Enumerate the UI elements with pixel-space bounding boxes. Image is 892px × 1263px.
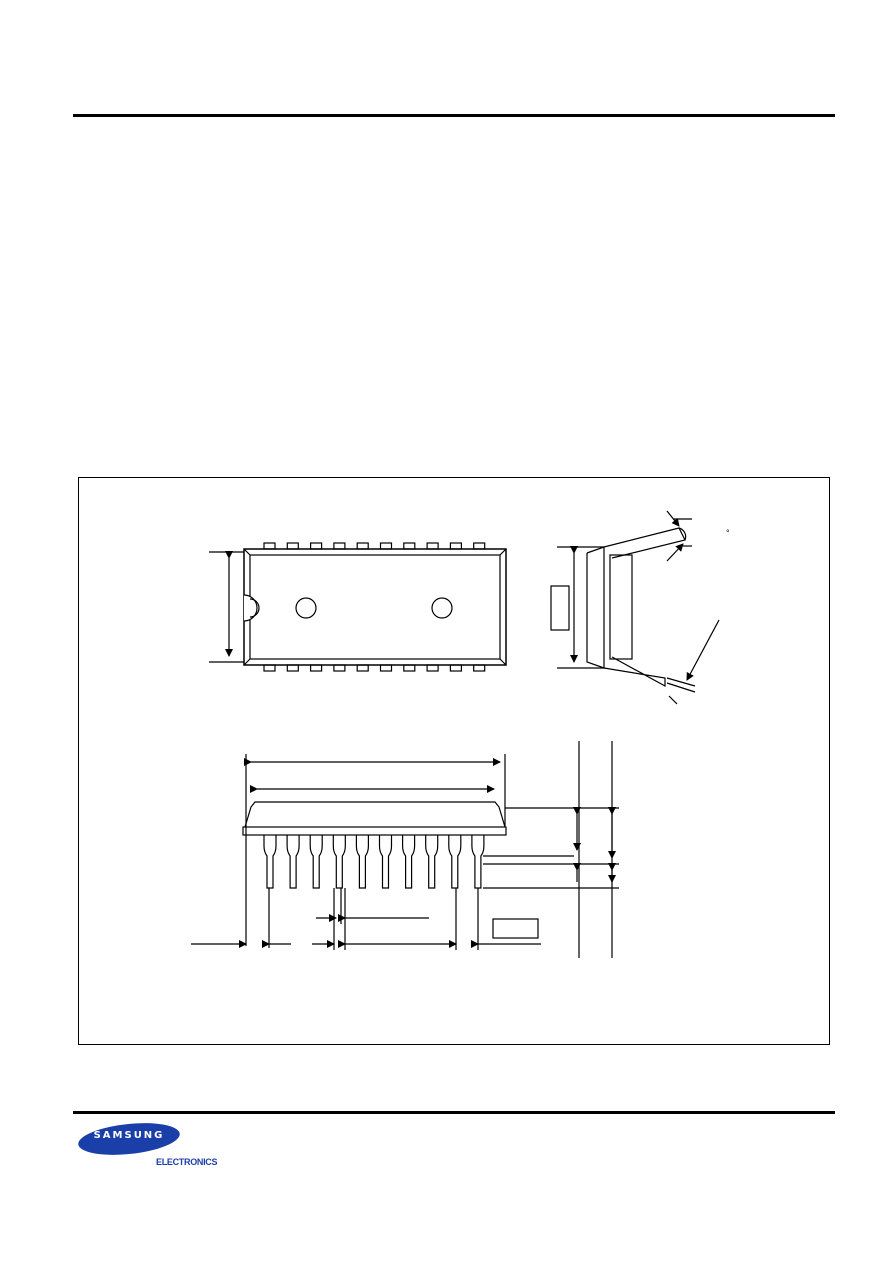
top-pin-lower xyxy=(356,664,369,672)
front-pin xyxy=(448,835,462,889)
logo-division-text: ELECTRONICS xyxy=(156,1157,218,1167)
front-pin xyxy=(309,835,323,889)
top-pin-lower xyxy=(426,664,439,672)
top-pin-lower xyxy=(310,664,323,672)
front-pin xyxy=(425,835,439,889)
top-view xyxy=(209,542,507,672)
header-rule xyxy=(73,114,835,117)
top-pin-lower xyxy=(473,664,486,672)
front-pin xyxy=(263,835,277,889)
front-view xyxy=(191,741,619,958)
top-view-pins xyxy=(263,542,486,672)
package-outline-drawing: ° xyxy=(191,510,730,958)
pin1-notch xyxy=(243,594,258,622)
top-pin-lower xyxy=(333,664,346,672)
top-pin-upper xyxy=(426,542,439,550)
front-pin xyxy=(402,835,416,889)
top-pin-upper xyxy=(449,542,462,550)
footer-rule xyxy=(73,1111,835,1114)
top-pin-upper xyxy=(263,542,276,550)
front-body-top xyxy=(244,801,506,828)
top-pin-upper xyxy=(286,542,299,550)
front-pin xyxy=(355,835,369,889)
top-pin-upper xyxy=(379,542,393,550)
front-view-pins xyxy=(263,835,485,889)
top-pin-lower xyxy=(286,664,299,672)
top-pin-upper xyxy=(310,542,323,550)
front-pin xyxy=(332,835,346,889)
top-pin-upper xyxy=(356,542,369,550)
top-view-body-inner xyxy=(249,554,501,660)
top-pin-upper xyxy=(403,542,416,550)
package-drawing-frame: ° xyxy=(78,477,830,1045)
top-pin-lower xyxy=(403,664,416,672)
top-view-body-outer xyxy=(243,548,507,666)
top-pin-lower xyxy=(263,664,276,672)
side-view: ° xyxy=(550,510,730,705)
top-pin-lower xyxy=(449,664,462,672)
samsung-logo: SAMSUNG ELECTRONICS xyxy=(76,1118,226,1172)
front-body-base xyxy=(242,826,507,836)
top-pin-lower xyxy=(379,664,393,672)
front-pin xyxy=(378,835,393,889)
front-pin xyxy=(471,835,485,889)
side-dimension-box xyxy=(550,585,570,631)
top-pin-upper xyxy=(473,542,486,550)
side-view-body xyxy=(609,554,633,660)
front-pin xyxy=(286,835,300,889)
logo-brand-text: SAMSUNG xyxy=(93,1130,165,1141)
angle-mark-symbol: ° xyxy=(726,528,730,538)
tolerance-box xyxy=(492,918,539,939)
ejector-pin-mark-left xyxy=(295,597,317,619)
top-pin-upper xyxy=(333,542,346,550)
ejector-pin-mark-right xyxy=(431,597,453,619)
